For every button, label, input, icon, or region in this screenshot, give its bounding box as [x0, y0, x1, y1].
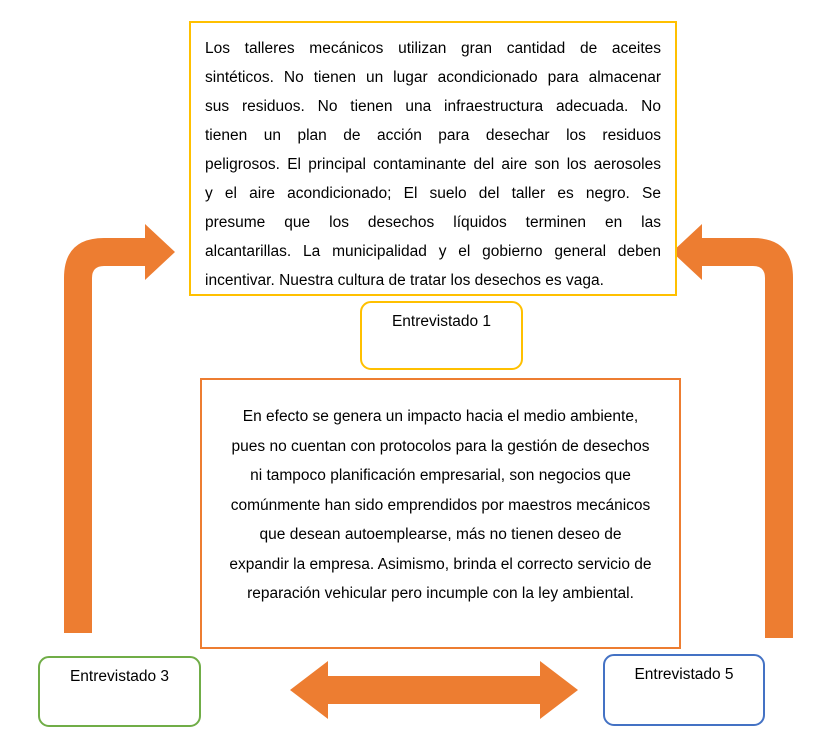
text-line: Los talleres mecánicos utilizan gran can… [205, 40, 661, 57]
text-line: ni tampoco planificación empresarial, so… [250, 467, 631, 484]
double-headed-arrow-icon [290, 661, 578, 719]
text-line: tienen un plan de acción para desechar l… [205, 127, 661, 144]
label-entrevistado-3: Entrevistado 3 [38, 656, 201, 727]
elbow-arrow-left-icon [64, 224, 175, 633]
text-line: que desean autoemplearse, más no tienen … [259, 526, 622, 543]
response-box-middle: En efecto se genera un impacto hacia el … [200, 378, 681, 649]
label-entrevistado-1-text: Entrevistado 1 [391, 313, 492, 330]
text-line: En efecto se genera un impacto hacia el … [242, 408, 639, 425]
text-line: presume que los desechos líquidos termin… [205, 214, 661, 231]
text-line: reparación vehicular pero incumple con l… [247, 585, 634, 602]
text-line: alcantarillas. La municipalidad y el gob… [205, 243, 661, 260]
text-line: expandir la empresa. Asimismo, brinda el… [229, 555, 652, 573]
text-line: peligrosos. El principal contaminante de… [205, 156, 661, 173]
text-line: sus residuos. No tienen una infraestruct… [205, 98, 661, 115]
label-entrevistado-5: Entrevistado 5 [603, 654, 765, 726]
label-entrevistado-1: Entrevistado 1 [360, 301, 523, 370]
response-box-entrevistado-1: Los talleres mecánicos utilizan gran can… [189, 21, 677, 296]
text-line: incentivar. Nuestra cultura de tratar lo… [205, 272, 604, 289]
elbow-arrow-right-icon [672, 224, 793, 638]
label-entrevistado-3-text: Entrevistado 3 [69, 668, 170, 685]
label-entrevistado-5-text: Entrevistado 5 [634, 666, 734, 683]
text-line: pues no cuentan con protocolos para la g… [231, 437, 650, 455]
text-line: sintéticos. No tienen un lugar acondicio… [205, 69, 661, 86]
text-line: y el aire acondicionado; El suelo del ta… [205, 185, 661, 202]
text-line: comúnmente han sido emprendidos por maes… [230, 496, 651, 514]
